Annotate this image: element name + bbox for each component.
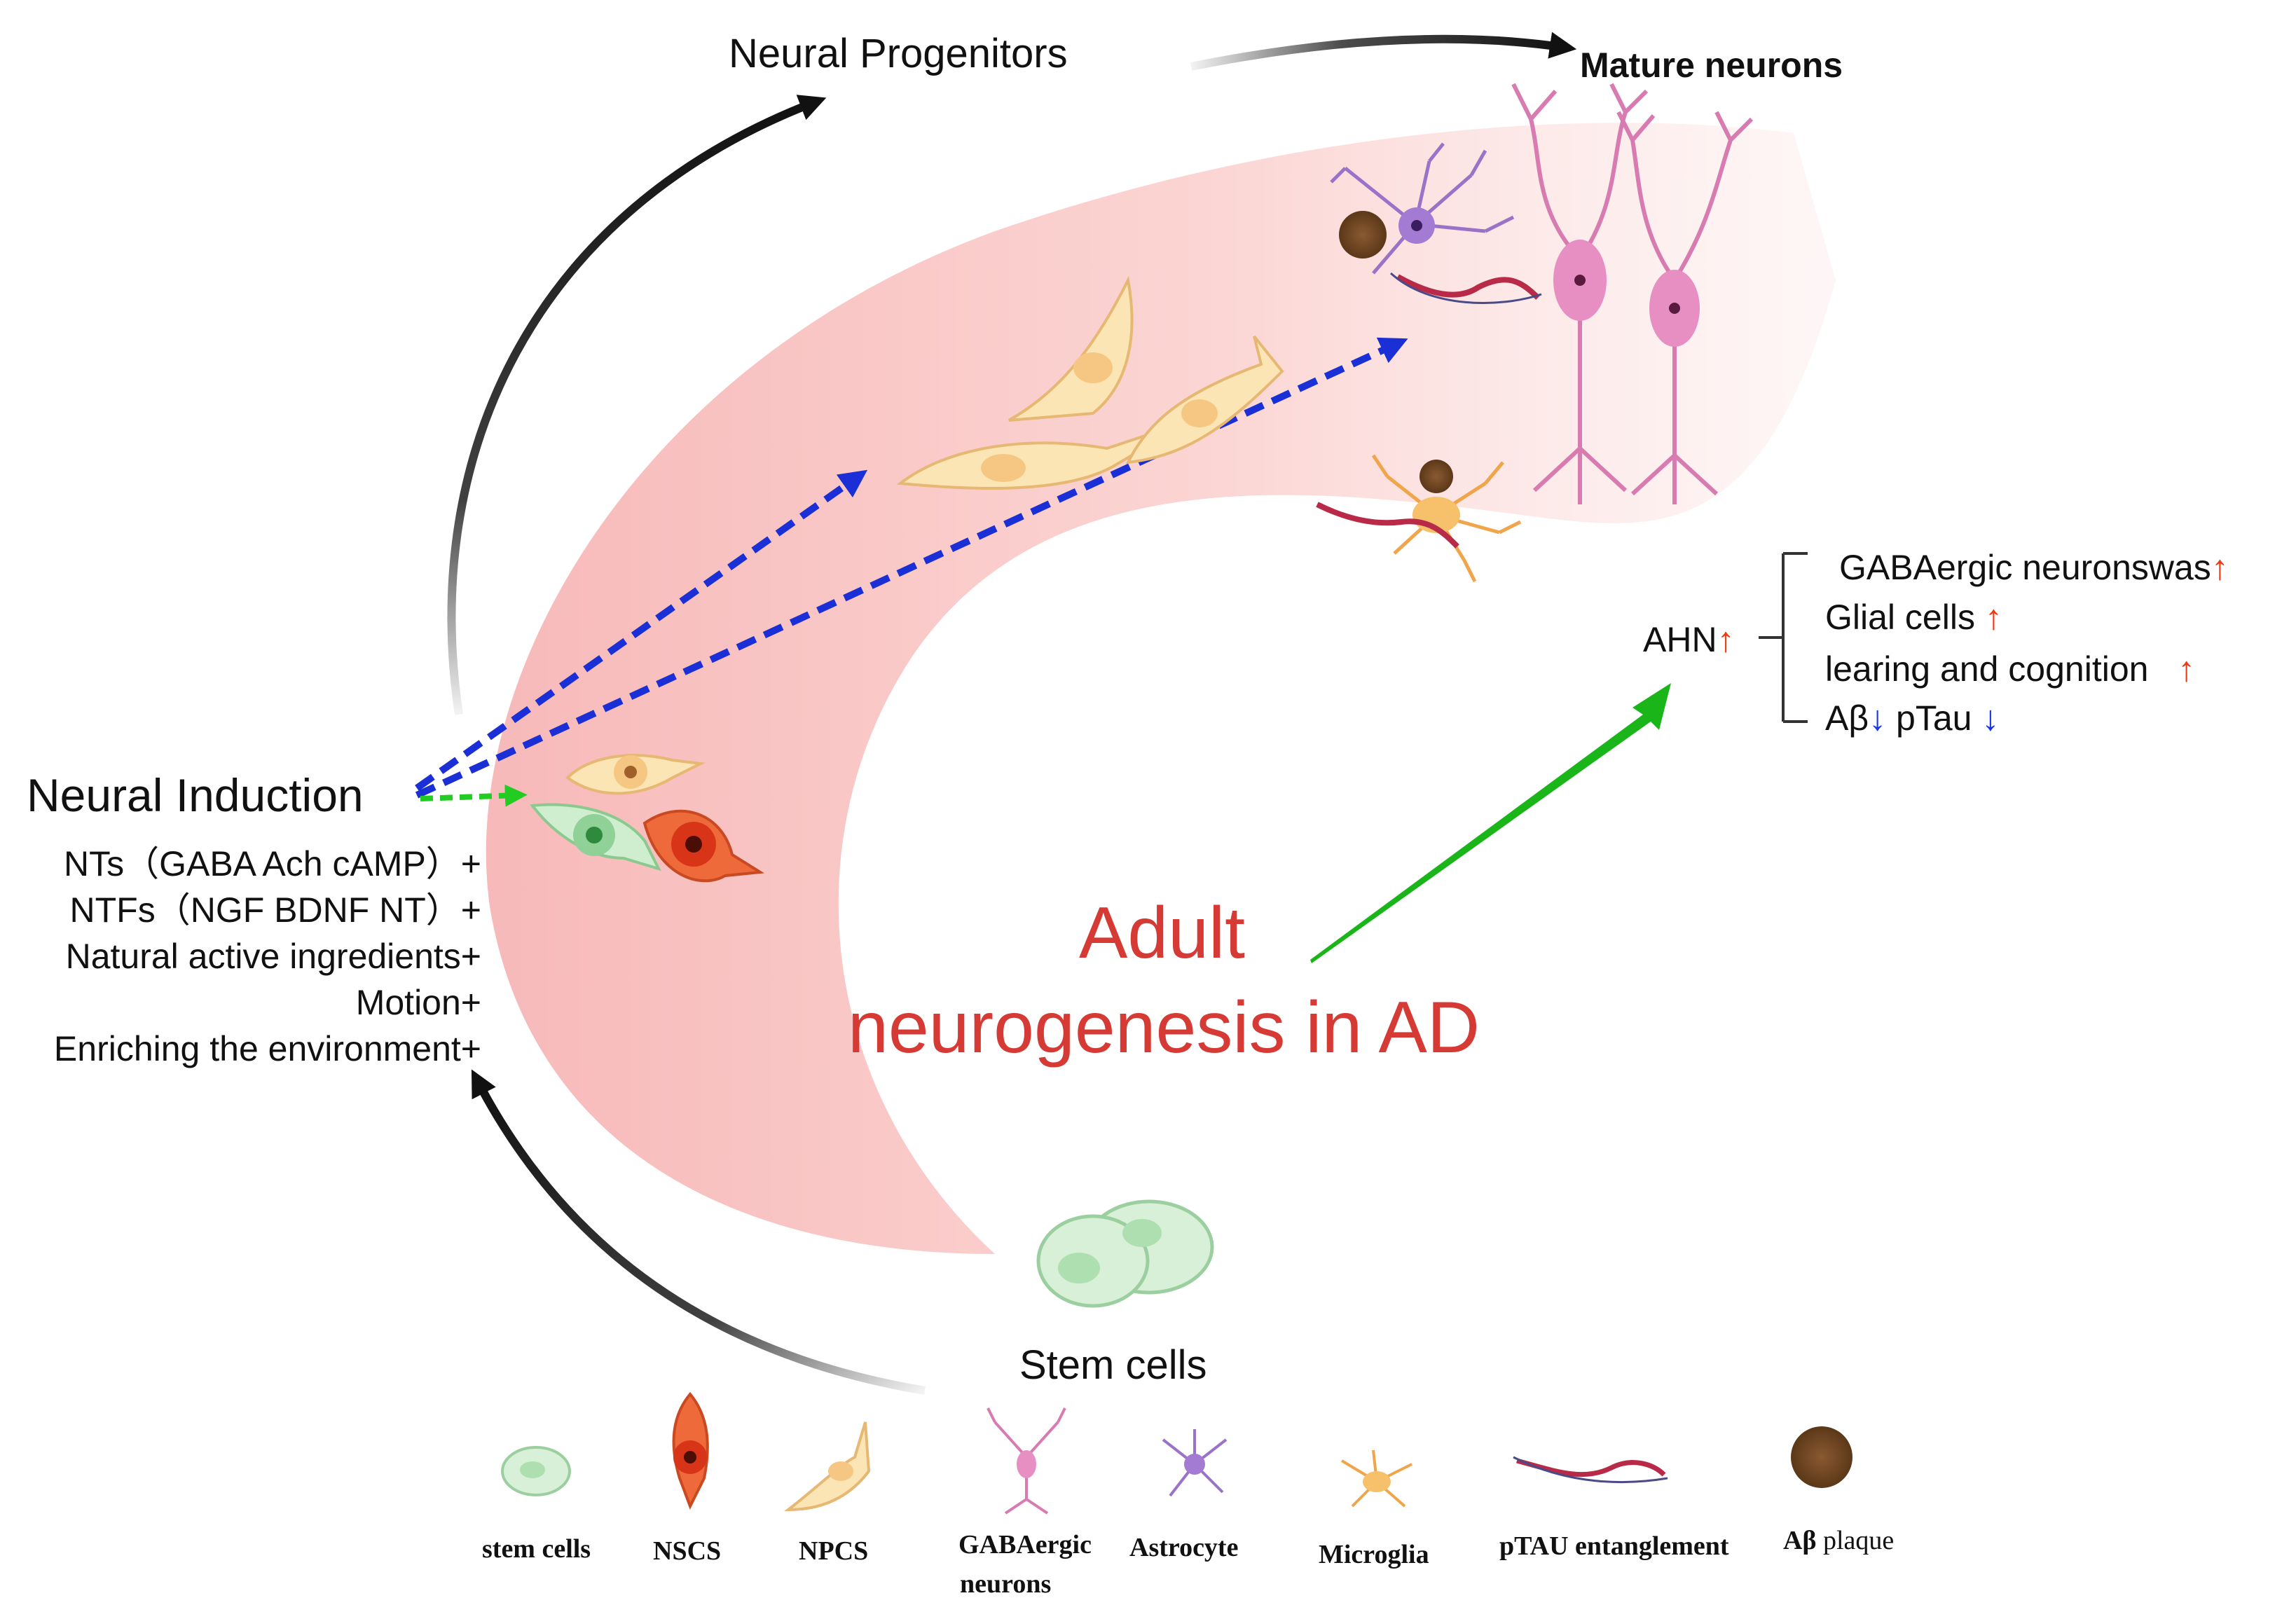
stage-mature-neurons: Mature neurons xyxy=(1580,46,1843,85)
outcome-text: learing and cognition xyxy=(1825,649,2149,689)
legend-label: Astrocyte xyxy=(1129,1533,1239,1562)
induction-factor: NTFs（NGF BDNF NT）+ xyxy=(69,890,481,930)
outcome-item: learing and cognition ↑ xyxy=(1825,652,2195,687)
legend-label: Aβ plaque xyxy=(1783,1527,1894,1554)
legend-label-plaque: plaque xyxy=(1822,1526,1895,1555)
legend-label: NPCS xyxy=(799,1536,869,1566)
induction-factor: Enriching the environment+ xyxy=(53,1029,481,1068)
npcs-cluster xyxy=(896,275,1284,490)
outcome-item: Glial cells ↑ xyxy=(1825,600,2002,635)
induction-factor: NTs（GABA Ach cAMP）+ xyxy=(63,844,481,883)
legend-label: stem cells xyxy=(482,1534,591,1564)
ahn-text: AHN xyxy=(1643,620,1717,659)
astrocyte-cell xyxy=(1330,142,1515,275)
outcome-text: pTau xyxy=(1896,698,1972,738)
down-arrow-icon: ↓ xyxy=(1869,698,1887,738)
up-arrow-icon: ↑ xyxy=(1717,620,1735,659)
nscs-cluster xyxy=(530,754,765,883)
green-arrow-to-ahn xyxy=(1310,683,1671,963)
blue-dashed-arrow-to-mature xyxy=(415,337,1408,799)
nscs-icon xyxy=(672,1391,709,1510)
legend-icons xyxy=(501,1391,1852,1515)
microglia-icon xyxy=(1340,1449,1412,1508)
legend-label: GABAergic xyxy=(958,1530,1092,1559)
npcs-icon xyxy=(784,1421,871,1512)
ptau-tangle xyxy=(1396,274,1540,300)
legend-label: pTAU entanglement xyxy=(1499,1531,1729,1561)
up-arrow-icon: ↑ xyxy=(2178,649,2196,689)
mature-neuron-1 xyxy=(1511,83,1649,504)
ahn-label: AHN↑ xyxy=(1643,622,1735,657)
outcome-text: Glial cells xyxy=(1825,598,1975,637)
ptau-tangle-2 xyxy=(1316,502,1459,549)
diagram-title: Adult xyxy=(1079,893,1246,974)
diagram-title-line2: neurogenesis in AD xyxy=(848,987,1480,1068)
up-arrow-icon: ↑ xyxy=(1984,598,2002,637)
induction-factor: Natural active ingredients+ xyxy=(65,937,481,976)
down-arrow-icon: ↓ xyxy=(1981,698,2000,738)
up-arrow-icon: ↑ xyxy=(2211,548,2229,587)
arrow-stem-to-induction xyxy=(471,1069,926,1395)
abeta-plaque xyxy=(1339,211,1387,259)
legend-label-line2: neurons xyxy=(960,1569,1052,1599)
outcome-text: Aβ xyxy=(1825,698,1869,738)
abeta-plaque-icon xyxy=(1791,1426,1852,1488)
outcome-item: Aβ↓ pTau ↓ xyxy=(1825,701,1999,736)
induction-factor-list: NTs（GABA Ach cAMP）+ NTFs（NGF BDNF NT）+ N… xyxy=(54,841,481,1072)
mature-neuron-2 xyxy=(1616,111,1754,504)
ptau-tangle-fiber xyxy=(1389,272,1542,304)
blue-dashed-arrow-to-npcs xyxy=(415,469,868,792)
arrow-induction-to-progenitors xyxy=(447,95,827,715)
stage-stem-cells: Stem cells xyxy=(1019,1342,1207,1388)
induction-factor: Motion+ xyxy=(355,983,481,1022)
arrow-progenitors-to-mature xyxy=(1190,32,1577,71)
abeta-plaque-2 xyxy=(1419,460,1453,493)
outcome-item: GABAergic neuronswas↑ xyxy=(1839,550,2229,585)
neurogenesis-band xyxy=(486,123,1836,1254)
legend-label-abeta: Aβ xyxy=(1783,1526,1817,1555)
green-dashed-arrow-to-nscs xyxy=(420,784,528,807)
gabaergic-neuron-icon xyxy=(987,1407,1066,1515)
stem-cells-cluster xyxy=(1036,1199,1214,1308)
legend-label: Microglia xyxy=(1319,1540,1429,1569)
stage-neural-progenitors: Neural Progenitors xyxy=(729,31,1068,76)
outcome-text: GABAergic neuronswas xyxy=(1839,548,2211,587)
astrocyte-icon xyxy=(1162,1429,1228,1497)
legend-label: NSCS xyxy=(653,1536,722,1566)
stem-cell-icon xyxy=(501,1446,571,1496)
ptau-icon xyxy=(1513,1456,1668,1484)
stage-neural-induction: Neural Induction xyxy=(27,769,364,821)
outcome-bracket xyxy=(1759,552,1808,723)
